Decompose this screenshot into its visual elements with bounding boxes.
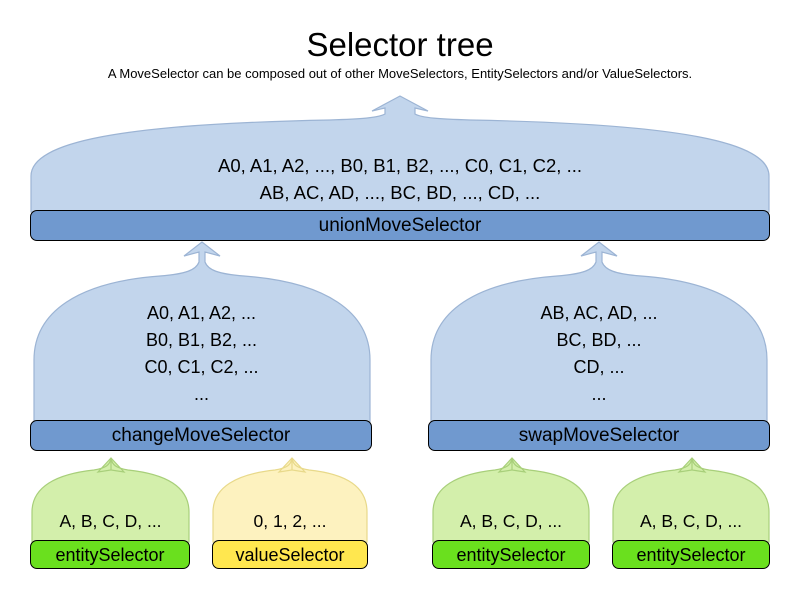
change-body-line-1: A0, A1, A2, ... <box>146 303 257 323</box>
swap-move-selector-label: swapMoveSelector <box>518 425 680 446</box>
union-body-line-2: AB, AC, AD, ..., BC, BD, ..., CD, ... <box>259 182 541 203</box>
node-swap-move-selector[interactable]: swapMoveSelector <box>428 420 770 451</box>
node-union-move-selector[interactable]: unionMoveSelector <box>30 210 770 241</box>
change-balloon-shape <box>33 241 371 423</box>
leaf4-body-text: A, B, C, D, ... <box>612 509 770 533</box>
page-subtitle: A MoveSelector can be composed out of ot… <box>107 66 693 81</box>
leaf4-body-line-1: A, B, C, D, ... <box>639 511 743 531</box>
node-entity-selector-3[interactable]: entitySelector <box>612 540 770 569</box>
swap-balloon-shape <box>430 241 768 423</box>
page-title: Selector tree <box>306 26 494 63</box>
node-value-selector[interactable]: valueSelector <box>212 540 368 569</box>
node-entity-selector-2[interactable]: entitySelector <box>432 540 590 569</box>
leaf3-body-text: A, B, C, D, ... <box>432 509 590 533</box>
leaf1-balloon-shape <box>31 457 190 543</box>
swap-body-text: AB, AC, AD, ... BC, BD, ... CD, ... ... <box>430 300 768 408</box>
union-body-text: A0, A1, A2, ..., B0, B1, B2, ..., C0, C1… <box>30 152 770 206</box>
leaf2-body-text: 0, 1, 2, ... <box>212 509 368 533</box>
change-move-selector-label: changeMoveSelector <box>111 425 291 446</box>
value-selector-label: valueSelector <box>235 544 345 565</box>
leaf1-body-line-1: A, B, C, D, ... <box>59 511 162 531</box>
node-change-move-selector[interactable]: changeMoveSelector <box>30 420 372 451</box>
leaf2-balloon-shape <box>212 457 368 543</box>
leaf2-body-line-1: 0, 1, 2, ... <box>253 511 327 531</box>
entity-selector-3-label: entitySelector <box>636 544 746 565</box>
swap-body-line-2: BC, BD, ... <box>556 330 642 350</box>
swap-body-line-1: AB, AC, AD, ... <box>540 303 658 323</box>
change-body-line-2: B0, B1, B2, ... <box>145 330 258 350</box>
leaf1-body-text: A, B, C, D, ... <box>31 509 190 533</box>
leaf4-balloon-shape <box>612 457 770 543</box>
change-body-text: A0, A1, A2, ... B0, B1, B2, ... C0, C1, … <box>33 300 370 408</box>
entity-selector-1-label: entitySelector <box>55 544 165 565</box>
entity-selector-2-label: entitySelector <box>456 544 566 565</box>
change-body-line-3: C0, C1, C2, ... <box>144 357 259 377</box>
union-balloon-shape <box>30 95 770 213</box>
swap-body-line-3: CD, ... <box>573 357 625 377</box>
node-entity-selector-1[interactable]: entitySelector <box>30 540 190 569</box>
leaf3-body-line-1: A, B, C, D, ... <box>459 511 563 531</box>
change-body-line-4: ... <box>193 384 209 404</box>
union-body-line-1: A0, A1, A2, ..., B0, B1, B2, ..., C0, C1… <box>217 155 582 176</box>
union-move-selector-label: unionMoveSelector <box>318 215 482 236</box>
leaf3-balloon-shape <box>432 457 590 543</box>
swap-body-line-4: ... <box>591 384 607 404</box>
